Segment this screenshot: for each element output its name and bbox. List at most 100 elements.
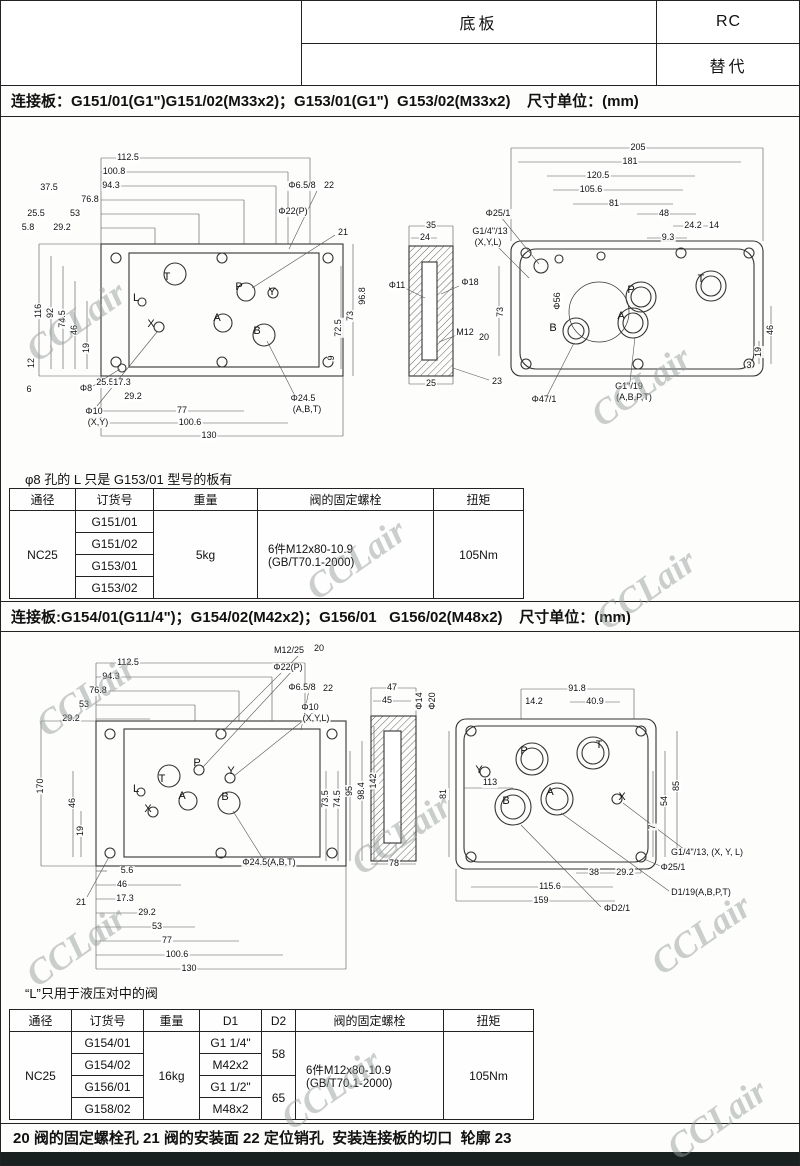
dimension-label: Φ24.5 bbox=[289, 393, 317, 404]
note-2: “L”只用于液压对中的阀 bbox=[25, 986, 158, 1001]
dimension-label: 47 bbox=[385, 682, 399, 693]
dimension-label: 12 bbox=[26, 356, 37, 370]
dimension-label: (A,B,T) bbox=[291, 404, 323, 415]
dimension-label: 38 bbox=[587, 867, 601, 878]
order-number-cell: G153/02 bbox=[75, 576, 154, 599]
dimension-label: (X,Y) bbox=[86, 417, 110, 428]
dimension-label: 46 bbox=[67, 796, 78, 810]
dimension-label: 81 bbox=[607, 198, 621, 209]
dimension-label: 205 bbox=[629, 142, 647, 153]
dimension-label: 116 bbox=[33, 302, 44, 320]
port-label: B bbox=[549, 321, 557, 334]
port-label: A bbox=[178, 789, 186, 802]
dimension-label: 73.5 bbox=[320, 789, 331, 809]
dimension-label: (X,Y,L) bbox=[301, 713, 331, 724]
torque-cell: 105Nm bbox=[433, 510, 524, 599]
col-header: D1 bbox=[199, 1009, 262, 1032]
size-cell: NC25 bbox=[9, 1031, 72, 1120]
table-row: G153/01 bbox=[10, 554, 524, 577]
dimension-label: 77 bbox=[160, 935, 174, 946]
dimension-label: 45 bbox=[380, 695, 394, 706]
dimension-label: 20 bbox=[477, 332, 491, 343]
dimension-label: 73 bbox=[345, 309, 356, 323]
dimension-label: 53 bbox=[68, 208, 82, 219]
port-label: P bbox=[627, 283, 635, 296]
table-header-row: 通径 订货号 重量 D1 D2 阀的固定螺栓 扭矩 bbox=[9, 1009, 534, 1032]
dimension-label: Φ10 bbox=[84, 406, 104, 417]
divider bbox=[301, 43, 799, 44]
dimension-label: 46 bbox=[69, 323, 80, 337]
dimension-label: 7 bbox=[647, 823, 658, 831]
weight-cell: 5kg bbox=[153, 510, 258, 599]
dimension-label: 19 bbox=[81, 341, 92, 355]
dimension-label: 19 bbox=[75, 824, 86, 838]
table-row: G158/02 M48x2 bbox=[10, 1097, 534, 1120]
port-label: X bbox=[618, 790, 626, 803]
dimension-label: D1/19(A,B,P,T) bbox=[670, 887, 732, 898]
dimension-label: 85 bbox=[671, 779, 682, 793]
dimension-label: 20 bbox=[312, 643, 326, 654]
col-header: 重量 bbox=[143, 1009, 200, 1032]
title-block: 底板 RC 替代 bbox=[1, 1, 799, 86]
front-view bbox=[95, 720, 347, 867]
dimension-label: 120.5 bbox=[585, 170, 611, 181]
note-1: φ8 孔的 L 只是 G153/01 型号的板有 bbox=[25, 472, 233, 487]
port-label: P bbox=[193, 756, 201, 769]
dimension-label: Φ14 bbox=[414, 691, 425, 711]
dimension-label: 94.3 bbox=[101, 671, 121, 682]
dimension-label: 94.3 bbox=[101, 180, 121, 191]
dimension-label: 46 bbox=[765, 323, 776, 337]
table-row: G156/01 G1 1/2" 65 bbox=[10, 1075, 534, 1120]
dimension-label: 14.2 bbox=[524, 696, 544, 707]
col-header: 订货号 bbox=[71, 1009, 144, 1032]
dimension-label: 25 bbox=[424, 378, 438, 389]
footer-legend: 20 阀的固定螺栓孔 21 阀的安装面 22 定位销孔 安装连接板的切口 轮廓 … bbox=[1, 1123, 799, 1153]
dimension-label: 29.2 bbox=[61, 713, 81, 724]
port-label: P bbox=[520, 744, 528, 757]
dimension-label: 21 bbox=[336, 227, 350, 238]
dimension-label: Φ6.5/8 bbox=[287, 180, 317, 191]
dimension-label: 76.8 bbox=[80, 194, 100, 205]
col-header: 阀的固定螺栓 bbox=[295, 1009, 444, 1032]
port-label: X bbox=[144, 802, 152, 815]
dimension-label: 25.5 bbox=[26, 208, 46, 219]
dimension-label: G1/4"/13, (X, Y, L) bbox=[670, 847, 744, 858]
port-label: Y bbox=[227, 764, 235, 777]
col-header: 阀的固定螺栓 bbox=[257, 488, 434, 511]
port-label: L bbox=[132, 291, 140, 304]
dimension-label: 73 bbox=[495, 305, 506, 319]
doc-title: 底板 bbox=[459, 16, 498, 33]
dimension-label: 74.5 bbox=[332, 789, 343, 809]
dimension-label: 91.8 bbox=[567, 683, 587, 694]
drawing-1-linework bbox=[38, 147, 772, 437]
dimension-label: Φ25/1 bbox=[484, 208, 512, 219]
d1-cell: M48x2 bbox=[199, 1097, 262, 1120]
dimension-label: 100.8 bbox=[101, 166, 127, 177]
port-label: P bbox=[235, 280, 243, 293]
section-view bbox=[408, 245, 454, 377]
dimension-lines bbox=[38, 147, 772, 437]
dimension-label: 113 bbox=[481, 777, 499, 788]
order-number-cell: G154/01 bbox=[71, 1031, 144, 1054]
dimension-label: Φ56 bbox=[552, 291, 563, 311]
order-number-cell: G151/01 bbox=[75, 510, 154, 533]
size-cell: NC25 bbox=[9, 510, 76, 599]
dimension-label: 142 bbox=[368, 772, 379, 790]
d2-cell: 65 bbox=[261, 1075, 296, 1120]
port-label: X bbox=[147, 317, 155, 330]
dimension-label: 130 bbox=[200, 430, 218, 441]
dimension-label: Φ10 bbox=[300, 702, 320, 713]
dimension-label: 81 bbox=[438, 787, 449, 801]
table-row: G154/02 M42x2 bbox=[10, 1053, 534, 1076]
dimension-label: 29.2 bbox=[52, 222, 72, 233]
dimension-label: 35 bbox=[424, 220, 438, 231]
dimension-label: 9.3 bbox=[660, 232, 676, 243]
weight-cell: 16kg bbox=[143, 1031, 200, 1120]
order-number-cell: G158/02 bbox=[71, 1097, 144, 1120]
dimension-label: 40.9 bbox=[585, 696, 605, 707]
dimension-label: 181 bbox=[621, 156, 639, 167]
dimension-label: M12/25 bbox=[272, 645, 306, 656]
port-label: L bbox=[132, 782, 140, 795]
